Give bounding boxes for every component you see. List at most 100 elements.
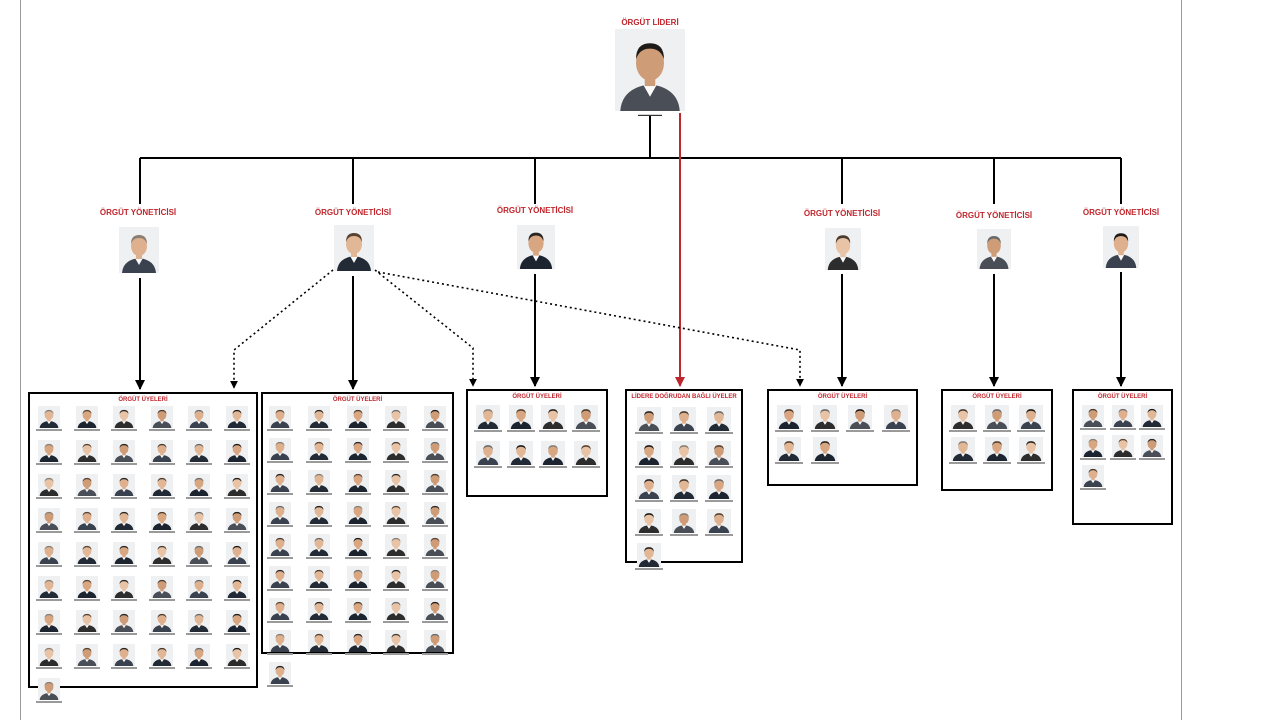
member-portrait bbox=[38, 542, 60, 569]
member-portrait bbox=[150, 610, 173, 637]
member-name-caption bbox=[305, 461, 332, 463]
member-portrait bbox=[150, 576, 173, 603]
member-portrait bbox=[269, 470, 291, 497]
member-name-caption bbox=[1139, 458, 1165, 460]
member-portrait bbox=[188, 610, 211, 637]
member-portrait bbox=[307, 630, 330, 657]
member-name-caption bbox=[344, 653, 371, 655]
member-group-box: ÖRGÜT ÜYELERİ bbox=[941, 389, 1053, 491]
member-portrait bbox=[1019, 405, 1043, 434]
member-name-caption bbox=[73, 531, 100, 533]
member-group-title: ÖRGÜT ÜYELERİ bbox=[1097, 394, 1148, 400]
member-name-caption bbox=[344, 525, 371, 527]
member-portrait bbox=[346, 630, 369, 657]
member-name-caption bbox=[224, 599, 250, 601]
member-portrait bbox=[707, 475, 731, 504]
member-name-caption bbox=[474, 466, 502, 468]
member-portrait bbox=[307, 406, 330, 433]
member-portrait bbox=[346, 470, 369, 497]
member-portrait bbox=[424, 534, 446, 561]
member-name-caption bbox=[36, 633, 62, 635]
member-portrait bbox=[226, 576, 248, 603]
member-name-caption bbox=[267, 525, 293, 527]
member-name-caption bbox=[775, 430, 803, 432]
member-name-caption bbox=[344, 493, 371, 495]
member-name-caption bbox=[949, 462, 977, 464]
member-group-box: ÖRGÜT ÜYELERİ bbox=[767, 389, 918, 486]
member-portrait bbox=[188, 644, 211, 671]
member-portrait bbox=[385, 470, 408, 497]
member-portrait bbox=[38, 474, 60, 501]
member-portrait bbox=[672, 509, 696, 538]
manager-role-label: ÖRGÜT YÖNETİCİSİ bbox=[99, 208, 177, 217]
member-portrait bbox=[75, 542, 98, 569]
member-name-caption bbox=[983, 462, 1011, 464]
member-portrait bbox=[188, 576, 211, 603]
member-name-caption bbox=[73, 667, 100, 669]
member-name-caption bbox=[148, 599, 175, 601]
member-name-caption bbox=[506, 466, 535, 468]
member-name-caption bbox=[186, 599, 213, 601]
member-name-caption bbox=[705, 432, 733, 434]
member-name-caption bbox=[224, 633, 250, 635]
member-name-caption bbox=[305, 429, 332, 431]
manager-portrait bbox=[825, 228, 861, 270]
member-portrait bbox=[424, 502, 446, 529]
member-portrait bbox=[307, 598, 330, 625]
member-name-caption bbox=[810, 430, 839, 432]
member-portrait bbox=[508, 405, 533, 434]
member-portrait bbox=[307, 470, 330, 497]
member-name-caption bbox=[148, 463, 175, 465]
member-portrait bbox=[1111, 435, 1134, 462]
member-name-caption bbox=[635, 432, 663, 434]
member-name-caption bbox=[572, 430, 600, 432]
member-name-caption bbox=[267, 493, 293, 495]
direct-member-group-box: LİDERE DOĞRUDAN BAĞLI ÜYELER bbox=[625, 389, 743, 570]
member-group-title: ÖRGÜT ÜYELERİ bbox=[972, 394, 1022, 400]
member-name-caption bbox=[670, 534, 698, 536]
member-portrait bbox=[113, 474, 136, 501]
member-name-caption bbox=[305, 621, 332, 623]
manager-portrait bbox=[334, 225, 374, 271]
member-name-caption bbox=[111, 667, 138, 669]
member-name-caption bbox=[73, 463, 100, 465]
member-name-caption bbox=[186, 429, 213, 431]
member-portrait bbox=[777, 405, 801, 434]
member-name-caption bbox=[111, 463, 138, 465]
member-portrait bbox=[38, 644, 60, 671]
member-name-caption bbox=[73, 599, 100, 601]
leader-name-caption: ▬▬▬▬▬▬ bbox=[638, 112, 662, 117]
member-name-caption bbox=[267, 557, 293, 559]
member-portrait bbox=[1082, 435, 1104, 462]
member-name-caption bbox=[1017, 462, 1045, 464]
member-name-caption bbox=[305, 589, 332, 591]
member-name-caption bbox=[422, 461, 448, 463]
dotted-link-arrow bbox=[377, 271, 804, 387]
member-portrait bbox=[226, 406, 248, 433]
member-portrait bbox=[307, 502, 330, 529]
member-name-caption bbox=[186, 633, 213, 635]
member-portrait bbox=[707, 441, 731, 470]
member-name-caption bbox=[111, 531, 138, 533]
member-name-caption bbox=[305, 557, 332, 559]
member-portrait bbox=[637, 475, 661, 504]
member-name-caption bbox=[305, 525, 332, 527]
member-portrait bbox=[269, 598, 291, 625]
member-name-caption bbox=[186, 497, 213, 499]
member-portrait bbox=[385, 566, 408, 593]
member-name-caption bbox=[36, 667, 62, 669]
member-portrait bbox=[113, 542, 136, 569]
member-name-caption bbox=[383, 653, 410, 655]
member-portrait bbox=[508, 441, 533, 470]
member-portrait bbox=[307, 566, 330, 593]
member-portrait bbox=[188, 508, 211, 535]
member-portrait bbox=[226, 542, 248, 569]
member-name-caption bbox=[186, 463, 213, 465]
member-group-box: ÖRGÜT ÜYELERİ bbox=[28, 392, 258, 703]
member-portrait bbox=[812, 405, 837, 434]
member-name-caption bbox=[422, 653, 448, 655]
member-portrait bbox=[188, 440, 211, 467]
member-group-box: ÖRGÜT ÜYELERİ bbox=[261, 392, 454, 687]
member-portrait bbox=[38, 610, 60, 637]
member-portrait bbox=[269, 406, 291, 433]
